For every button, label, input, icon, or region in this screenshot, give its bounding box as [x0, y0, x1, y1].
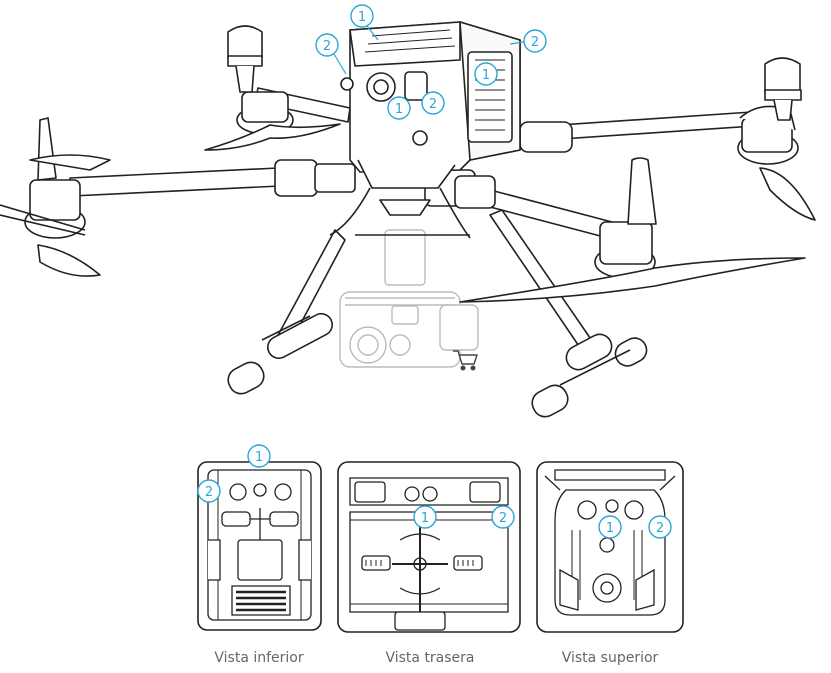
caption-top-view: Vista superior — [561, 650, 659, 666]
caption-bottom-view: Vista inferior — [214, 650, 304, 666]
callout-number: 2 — [429, 97, 437, 112]
gimbal-camera — [339, 229, 479, 368]
callout-2-front: 2 — [421, 91, 445, 115]
callout-2-right: 2 — [509, 29, 547, 53]
callout-number: 2 — [531, 35, 539, 50]
view-top-callouts: 1 2 — [598, 515, 672, 539]
callout-number: 1 — [421, 511, 429, 526]
callout-2-left: 2 — [315, 33, 347, 75]
arm-front-left — [0, 117, 356, 277]
view-top — [536, 461, 684, 633]
arm-back-left — [204, 25, 351, 151]
callout-number: 1 — [482, 68, 490, 83]
callout-number: 1 — [395, 102, 403, 117]
main-callouts: 1 2 2 1 1 2 — [315, 4, 547, 120]
callout-number: 2 — [499, 511, 507, 526]
arm-back-right — [514, 57, 816, 221]
drone-body — [329, 21, 521, 239]
main-drone — [0, 21, 816, 418]
view-bottom-callouts: 1 2 — [197, 444, 271, 503]
landing-gear — [227, 209, 648, 418]
caption-rear-view: Vista trasera — [385, 650, 475, 666]
callout-number: 2 — [323, 39, 331, 54]
view-bottom — [197, 461, 322, 631]
shopping-cart-icon — [453, 350, 478, 371]
callout-1-front: 1 — [387, 96, 411, 120]
callout-1-side: 1 — [474, 62, 498, 86]
callout-number: 1 — [358, 10, 366, 25]
arm-front-right — [424, 157, 806, 303]
callout-number: 2 — [656, 521, 664, 536]
view-rear — [337, 461, 521, 633]
callout-1-top: 1 — [350, 4, 379, 41]
callout-number: 2 — [205, 485, 213, 500]
callout-number: 1 — [255, 450, 263, 465]
view-rear-callouts: 1 2 — [413, 505, 515, 529]
callout-number: 1 — [606, 521, 614, 536]
